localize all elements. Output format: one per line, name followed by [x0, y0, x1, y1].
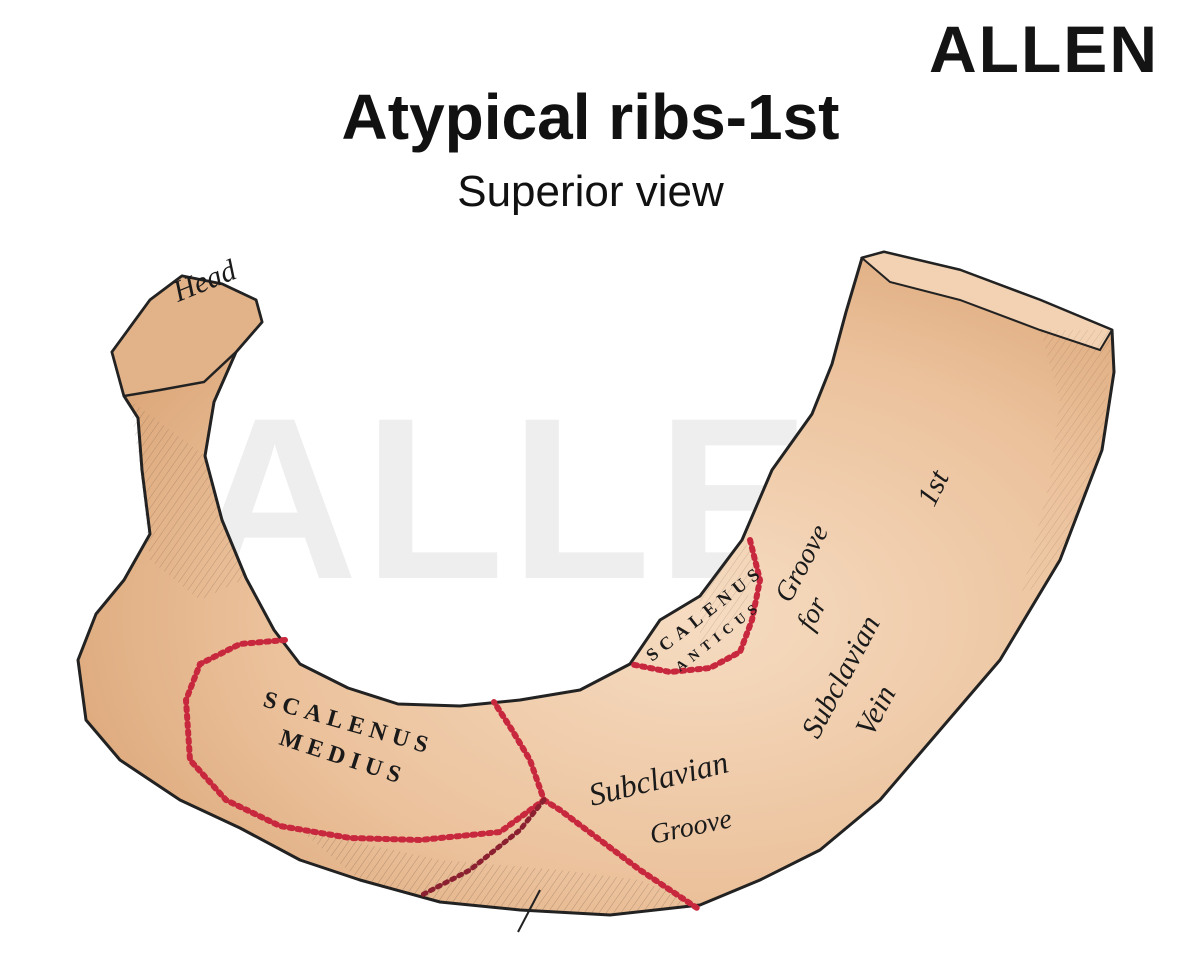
scalenus-anticus-outline	[627, 537, 764, 676]
brand-logo: ALLEN	[929, 12, 1159, 86]
head-region	[110, 274, 264, 398]
page-subtitle: Superior view	[457, 167, 724, 216]
shading-left	[130, 400, 246, 600]
shading-bottom	[300, 830, 700, 915]
groove-line-lower	[417, 797, 547, 899]
leader-line	[517, 889, 541, 933]
shading-right	[1020, 330, 1112, 600]
page-title: Atypical ribs-1st	[341, 81, 840, 153]
shading-inner	[700, 540, 760, 650]
subclavian-artery-groove-line	[541, 797, 703, 913]
scalenus-medius-outline	[182, 637, 548, 844]
